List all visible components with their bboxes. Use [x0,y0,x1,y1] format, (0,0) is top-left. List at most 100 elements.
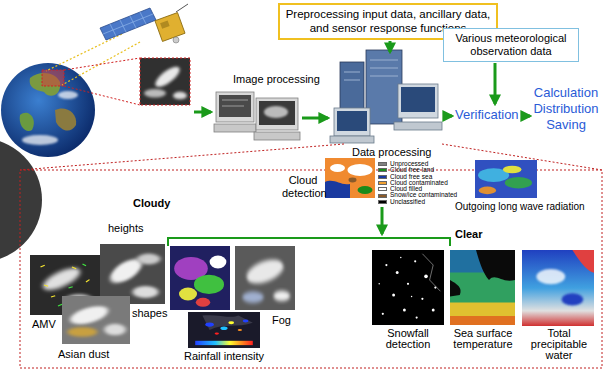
satellite-figure [46,34,122,71]
satellite-image [144,89,166,97]
snowfall-image [378,283,379,285]
snowfall-image [407,283,409,285]
caption-label: Asian dust [58,348,109,361]
olr-image [479,187,496,195]
caption-label: Calculation [529,86,603,101]
earth-figure [0,63,95,262]
fog-image [244,255,287,288]
cloud-type-image [196,298,210,307]
snowfall-image [382,313,384,315]
branch-bracket [168,238,450,246]
input-box: Various meteorological observation data [443,28,579,62]
rainfall-image [205,322,214,326]
rainfall-image [220,326,227,330]
asian-dust-image [104,324,126,336]
satellite-image [152,63,183,90]
computer-figure [219,95,251,117]
legend-swatch [378,200,387,204]
server-figure [344,60,398,80]
cloud-detection-image [330,164,345,172]
satellite-image [64,58,190,105]
earth-figure [42,70,64,86]
amv-image [41,265,90,297]
satellite-figure [103,12,153,36]
tpw-image [562,293,584,305]
asian-dust-image [66,303,112,328]
satellite-figure [173,37,179,43]
computer-figure [222,100,248,106]
cloud-type-image [194,275,224,294]
flow-arrow [381,207,384,234]
olr-image [475,160,537,198]
earth-figure [58,91,78,99]
cloud-height-image [100,244,165,304]
computer-figure [216,92,254,122]
snowfall-image [372,250,444,325]
caption-label: Sea surface temperature [448,328,518,350]
fog-image [235,246,295,310]
legend-row: Unclassified [378,199,457,205]
sst-image [476,250,515,281]
snowfall-image [400,257,401,259]
cloud-detection-image [325,181,350,198]
legend-swatch [378,168,387,172]
rainfall-image [238,329,242,331]
caption-label: Distribution [529,102,603,117]
rainfall-image [195,341,253,345]
caption-label: Total precipitable water [520,328,598,361]
olr-image [503,166,522,174]
satellite-image [140,58,190,105]
caption-label: Image processing [233,73,320,86]
tpw-image [572,250,594,273]
snowfall-image [416,316,418,318]
cloud-type-image [210,256,227,269]
server-figure [394,122,442,130]
tpw-image [522,250,594,326]
cloud-height-image [100,244,165,304]
computer-figure [259,101,295,125]
flow-arrow [389,41,392,52]
computer-figure [264,106,288,118]
amv-image [39,264,84,294]
snowfall-image [422,254,440,292]
snowfall-image [424,274,428,278]
caption-label: Verification [455,108,519,123]
satellite-figure [176,4,188,12]
cloud-detection-image [348,164,373,176]
asian-dust-image [62,296,130,344]
snowfall-image [421,298,423,300]
asian-dust-image [67,327,97,337]
flow-arrow [444,115,452,118]
detail-region [20,144,344,170]
legend-text: Unclassified [390,199,425,205]
rainfall-image [202,315,252,330]
snowfall-image [432,309,435,312]
cloud-type-image [170,246,230,310]
caption-label: AMV [32,318,56,331]
tpw-image [522,250,594,326]
sst-image [450,316,515,325]
satellite-figure [100,8,156,40]
sst-image [450,280,461,297]
caption-label: Data processing [352,146,432,159]
cloud-detection-image [325,158,375,198]
caption-label: heights [108,222,143,235]
legend-swatch [378,187,387,191]
sst-image [450,250,515,325]
snowfall-image [378,257,436,319]
asian-dust-image [62,296,130,344]
cloud-type-image [170,246,230,310]
computer-figure [256,98,298,130]
satellite-image [140,58,190,105]
sst-image [450,250,515,325]
detail-region [20,170,602,368]
computer-figure [214,92,300,140]
fog-image [235,246,295,310]
cloud-detection-image [349,178,357,183]
cloud-height-image [137,254,160,265]
satellite-image [140,58,190,105]
cloud-height-image [133,286,159,298]
server-figure [334,108,370,136]
server-figure [401,87,435,112]
flow-arrow [494,63,497,104]
